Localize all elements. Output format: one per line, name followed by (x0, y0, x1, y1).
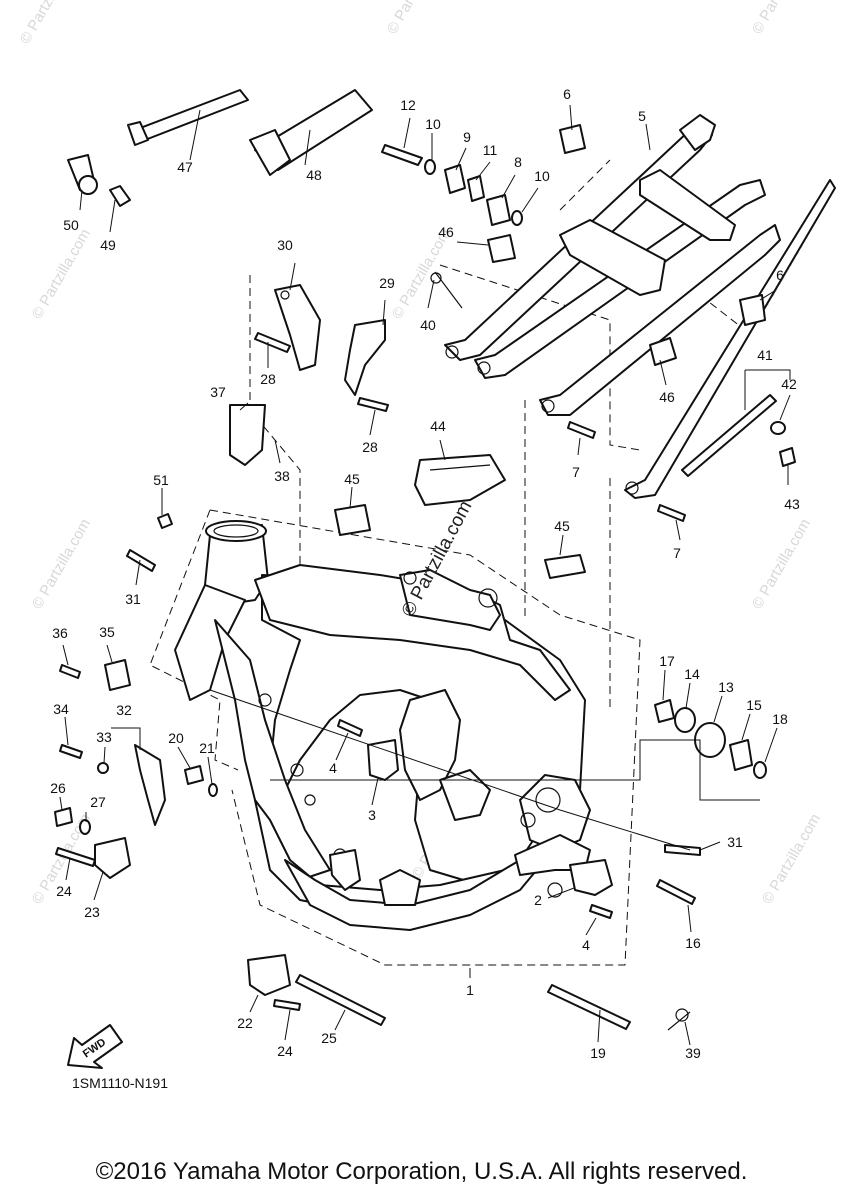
callout: 14 (684, 666, 700, 682)
small-parts (54, 89, 796, 1031)
callout: 26 (50, 780, 66, 796)
callout: 7 (572, 464, 580, 480)
callout: 6 (563, 86, 571, 102)
callout: 51 (153, 472, 169, 488)
callout: 37 (210, 384, 226, 400)
callout: 41 (757, 347, 773, 363)
leader-lines (59, 104, 791, 1046)
callout: 49 (100, 237, 116, 253)
callout: 12 (400, 97, 416, 113)
callout: 39 (685, 1045, 701, 1061)
main-frame (174, 520, 591, 931)
callout: 21 (199, 740, 215, 756)
callout: 1 (466, 982, 474, 998)
callout: 3 (368, 807, 376, 823)
callout: 38 (274, 468, 290, 484)
callout: 9 (463, 129, 471, 145)
callout: 2 (534, 892, 542, 908)
watermark: © Partzilla.com (749, 516, 814, 612)
callout: 31 (125, 591, 141, 607)
callout: 6 (776, 267, 784, 283)
watermark: © Partzilla.com (29, 516, 94, 612)
watermark: © Partzilla.com (384, 0, 449, 37)
callout: 28 (362, 439, 378, 455)
callout: 28 (260, 371, 276, 387)
callout: 47 (177, 159, 193, 175)
callout: 23 (84, 904, 100, 920)
callout: 43 (784, 496, 800, 512)
callout: 22 (237, 1015, 253, 1031)
callout: 10 (425, 116, 441, 132)
callout: 35 (99, 624, 115, 640)
callout: 24 (56, 883, 72, 899)
callout: 7 (673, 545, 681, 561)
callout: 5 (638, 108, 646, 124)
fwd-arrow-icon: FWD (67, 1024, 123, 1069)
callout: 30 (277, 237, 293, 253)
callout: 44 (430, 418, 446, 434)
callout: 34 (53, 701, 69, 717)
watermark: © Partzilla.com (759, 811, 824, 907)
callout: 29 (379, 275, 395, 291)
callout: 31 (727, 834, 743, 850)
callout: 4 (329, 760, 337, 776)
callout-labels: 1 2 3 4 4 5 6 6 7 7 8 9 10 10 11 12 13 1… (50, 86, 800, 1061)
callout: 36 (52, 625, 68, 641)
callout: 8 (514, 154, 522, 170)
callout: 16 (685, 935, 701, 951)
callout: 18 (772, 711, 788, 727)
rear-subframe (444, 114, 836, 499)
callout: 46 (659, 389, 675, 405)
callout: 4 (582, 937, 590, 953)
watermark: © Partzilla.com (389, 226, 454, 322)
watermark: © Partzilla.com (29, 226, 94, 322)
callout: 50 (63, 217, 79, 233)
callout: 45 (344, 471, 360, 487)
callout: 24 (277, 1043, 293, 1059)
diagram-code: 1SM1110-N191 (72, 1075, 168, 1091)
callout: 46 (438, 224, 454, 240)
callout: 42 (781, 376, 797, 392)
copyright-notice: ©2016 Yamaha Motor Corporation, U.S.A. A… (95, 1158, 748, 1185)
callout: 17 (659, 653, 675, 669)
callout: 19 (590, 1045, 606, 1061)
callout: 27 (90, 794, 106, 810)
callout: 15 (746, 697, 762, 713)
callout: 20 (168, 730, 184, 746)
callout: 11 (483, 142, 498, 158)
callout: 40 (420, 317, 436, 333)
callout: 10 (534, 168, 550, 184)
callout: 48 (306, 167, 322, 183)
callout: 32 (116, 702, 132, 718)
callout: 33 (96, 729, 112, 745)
callout: 45 (554, 518, 570, 534)
watermark: © Partzilla.com (749, 0, 814, 37)
callout: 13 (718, 679, 734, 695)
watermark: © Partzilla.com (17, 0, 82, 47)
callout: 25 (321, 1030, 337, 1046)
